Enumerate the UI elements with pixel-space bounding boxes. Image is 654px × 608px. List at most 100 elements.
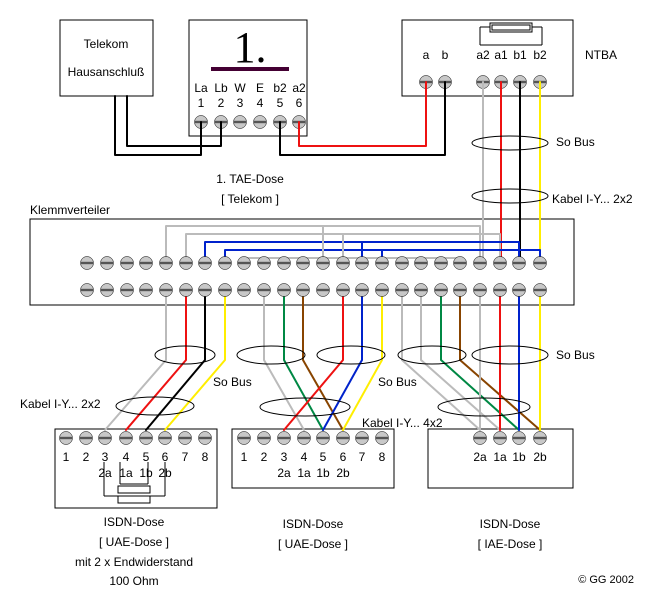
klemm-screw-bottom-23 [533,283,547,297]
cable-bundle-ellipse-6 [471,345,549,365]
klemm-screw-bottom-1 [100,283,114,297]
wire-layer [104,81,541,431]
klemm-screw-bottom-13 [336,283,350,297]
jumper-6 [322,225,481,264]
dose-1-number-2: 3 [102,450,109,464]
klemm-screw-bottom-6 [198,283,212,297]
klemm-screw-top-12 [316,256,330,270]
hausanschluss-label: Hausanschluß [68,65,145,79]
klemm-screw-bottom-0 [80,283,94,297]
dose-2-caption: ISDN-Dose [283,517,344,531]
ntba-port-label-0: a2 [476,48,490,62]
klemm-screw-top-10 [277,256,291,270]
dose-1-caption-ohm: 100 Ohm [109,574,158,588]
dose-1-pin-0: 2a [98,466,112,480]
wire-k-d1-1a [125,289,187,431]
dose-2-pin-3: 2b [336,466,350,480]
dose-2-pin-2: 1b [316,466,330,480]
dose-1-screw-0 [59,431,73,445]
jumper-8 [361,241,520,264]
ntba-label-b: b [442,48,449,62]
wire-k-d2-2b [342,289,383,431]
tae-label-5: a2 [292,81,306,95]
dose-2-screw-7 [375,431,389,445]
ntba-resistor-bracket [479,22,543,46]
klemm-screw-bottom-14 [355,283,369,297]
tae-screw-2 [233,115,247,129]
klemm-screw-top-16 [395,256,409,270]
wire-k-d2-brown [302,289,344,431]
klemm-screw-bottom-5 [179,283,193,297]
klemm-screw-bottom-8 [237,283,251,297]
klemm-screw-top-1 [100,256,114,270]
klemm-screw-bottom-9 [257,283,271,297]
dose-1-screw-3 [119,431,133,445]
dose-3-caption-iae: [ IAE-Dose ] [478,537,543,551]
dose-2-number-1: 2 [261,450,268,464]
cable-bundle-ellipse-7 [115,396,195,416]
klemm-screw-top-14 [355,256,369,270]
so-bus-label-right: So Bus [556,348,595,362]
dose-1-number-7: 8 [202,450,209,464]
wire-tae-ntba-b [279,81,446,156]
copyright: © GG 2002 [578,574,634,586]
dose-1-number-0: 1 [63,450,70,464]
klemm-screw-top-9 [257,256,271,270]
wire-telekom-la [114,95,202,156]
dose-1-pin-1: 1a [119,466,133,480]
klemm-screw-bottom-11 [296,283,310,297]
cable-bundle-markers [115,135,549,417]
dose-1-screw-1 [79,431,93,445]
wire-k-d1-2a [104,289,167,431]
tae-number-2: 3 [237,96,244,110]
tae-number-mark: 1. [234,23,267,72]
klemm-screw-top-8 [237,256,251,270]
dose-1-number-4: 5 [143,450,150,464]
klemm-screw-bottom-15 [375,283,389,297]
kabel-2x2-label-left: Kabel I-Y... 2x2 [20,397,101,411]
tae-number-1: 2 [218,96,225,110]
tae-screw-3 [253,115,267,129]
cable-bundle-ellipse-0 [471,135,549,151]
klemm-screw-top-19 [453,256,467,270]
wire-k-d1-2b [164,289,226,431]
wire-k-d2-2a [263,289,305,431]
klemm-screw-bottom-7 [218,283,232,297]
klemmverteiler-terminals [80,256,547,297]
wire-k-d1-1b [145,289,206,431]
klemm-screw-top-15 [375,256,389,270]
klemm-screw-top-7 [218,256,232,270]
dose-2-screw-2 [277,431,291,445]
tae-label-0: La [194,81,208,95]
dose-2-screw-6 [355,431,369,445]
cable-bundle-ellipse-5 [397,345,467,365]
dose-3-screw-0 [473,431,487,445]
dose-1-caption: ISDN-Dose [104,515,165,529]
klemmverteiler-title: Klemmverteiler [30,203,110,217]
ntba-port-label-1: a1 [494,48,508,62]
jumper-7 [342,233,501,264]
termination-resistors [103,462,166,504]
klemm-screw-top-21 [493,256,507,270]
dose-2-screw-5 [336,431,350,445]
dose-2-pin-1: 1a [297,466,311,480]
so-bus-label-top: So Bus [556,135,595,149]
dose-3-screw-3 [533,431,547,445]
klemm-screw-bottom-22 [512,283,526,297]
klemm-screw-bottom-12 [316,283,330,297]
dose-1-number-6: 7 [182,450,189,464]
wire-k-d2-1a [283,289,344,431]
tae-number-3: 4 [257,96,264,110]
klemm-screw-bottom-2 [120,283,134,297]
dose-2-caption-uae: [ UAE-Dose ] [278,537,348,551]
cable-bundle-ellipse-4 [316,345,386,365]
klemm-screw-bottom-4 [159,283,173,297]
so-bus-label-dose1: So Bus [213,375,252,389]
wire-k-d3-green [440,289,520,431]
